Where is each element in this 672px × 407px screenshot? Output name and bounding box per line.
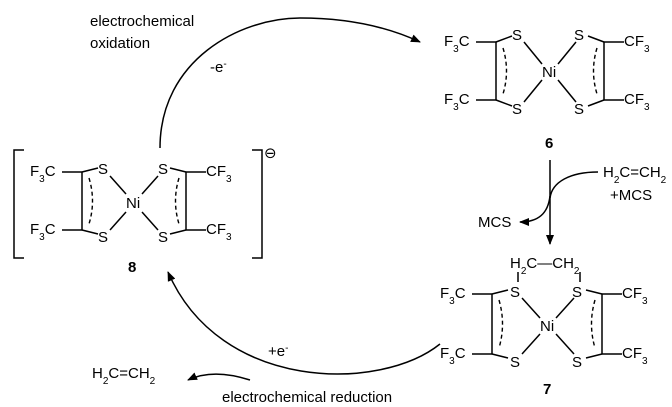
- f3c-atom: F3C: [440, 285, 466, 307]
- cf3-atom: CF3: [624, 33, 650, 55]
- nickel-atom: Ni: [126, 195, 140, 212]
- compound-6: F3C F3C S S Ni S S CF3 CF3 6: [444, 27, 650, 152]
- negative-charge-symbol: ⊖: [264, 145, 277, 162]
- sulfur-atom: S: [158, 161, 168, 178]
- compound-number-7: 7: [543, 381, 551, 398]
- sulfur-atom: S: [512, 101, 522, 118]
- compound-8: ⊖ F3C F3C S S Ni S S CF3 CF3 8: [13, 145, 277, 276]
- f3c-atom: F3C: [30, 221, 56, 243]
- ethylene-release-arrow: [187, 372, 251, 381]
- reduction-electron-label: +e-: [268, 343, 288, 361]
- sulfur-atom: S: [510, 354, 520, 371]
- mcs-out-arrow: [519, 195, 551, 226]
- cf3-atom: CF3: [622, 345, 648, 367]
- left-bracket: [13, 149, 24, 259]
- oxidation-arrow: [159, 17, 421, 149]
- right-bracket: [252, 149, 263, 259]
- oxidation-label-line2: oxidation: [90, 35, 150, 52]
- reduction-label: electrochemical reduction: [222, 389, 392, 406]
- sulfur-atom: S: [158, 229, 168, 246]
- sulfur-atom: S: [512, 27, 522, 44]
- f3c-atom: F3C: [440, 345, 466, 367]
- cf3-atom: CF3: [206, 163, 232, 185]
- oxidation-label-line1: electrochemical: [90, 13, 194, 30]
- compound-number-8: 8: [128, 259, 136, 276]
- compound-7: H2C—CH2 F3C F3C S S Ni S S CF3 CF3 7: [440, 255, 648, 398]
- cf3-atom: CF3: [206, 221, 232, 243]
- reagent-ethylene-label: H2C=CH2: [603, 164, 667, 186]
- sulfur-atom: S: [574, 101, 584, 118]
- nickel-atom: Ni: [540, 318, 554, 335]
- sulfur-atom: S: [98, 229, 108, 246]
- reagent-in-arrow: [549, 171, 599, 199]
- bridge-ch2-label: H2C—CH2: [510, 255, 580, 277]
- byproduct-mcs-label: MCS: [478, 214, 511, 231]
- sulfur-atom: S: [574, 27, 584, 44]
- f3c-atom: F3C: [30, 163, 56, 185]
- compound-number-6: 6: [545, 135, 553, 152]
- cf3-atom: CF3: [622, 285, 648, 307]
- sulfur-atom: S: [572, 354, 582, 371]
- f3c-atom: F3C: [444, 91, 470, 113]
- f3c-atom: F3C: [444, 33, 470, 55]
- ethylene-product-label: H2C=CH2: [92, 365, 156, 387]
- sulfur-atom: S: [510, 284, 520, 301]
- reagent-mcs-label: +MCS: [610, 187, 652, 204]
- nickel-atom: Ni: [542, 64, 556, 81]
- reduction-arrow: [167, 271, 441, 375]
- sulfur-atom: S: [572, 284, 582, 301]
- cf3-atom: CF3: [624, 91, 650, 113]
- oxidation-electron-label: -e-: [210, 59, 227, 77]
- sulfur-atom: S: [98, 161, 108, 178]
